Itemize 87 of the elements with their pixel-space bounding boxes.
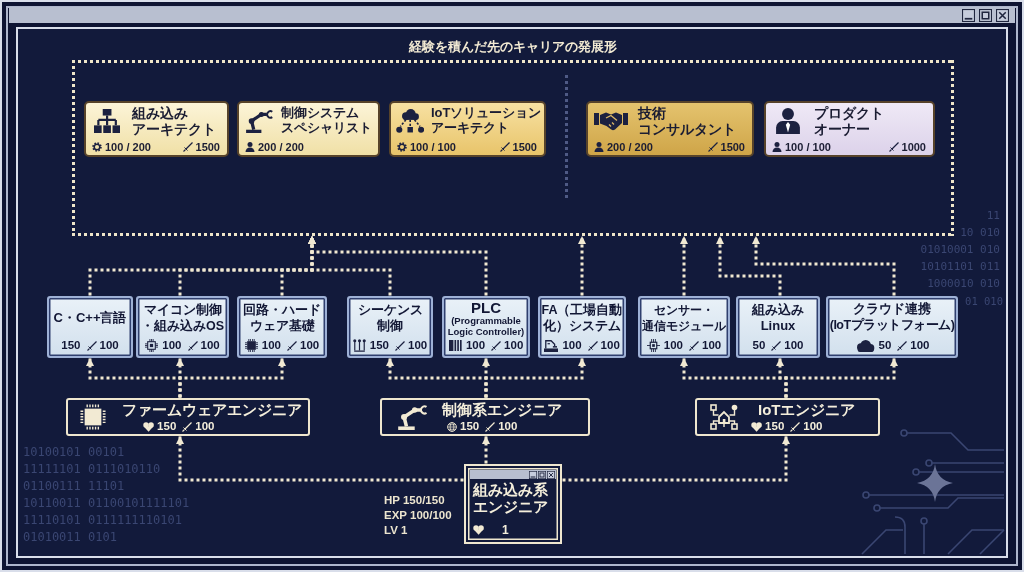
stat-value: 50 [752, 339, 766, 352]
job-title: IoTエンジニア [758, 401, 856, 419]
stat-value: 100 [408, 339, 428, 352]
stat-value: 100 [200, 339, 220, 352]
dotted-arrow [178, 358, 286, 398]
career-card [237, 101, 380, 157]
stat-value: 100 / 100 [785, 141, 831, 153]
job-title: ファームウェアエンジニア [122, 401, 302, 419]
stat-value: 50 [878, 339, 892, 352]
skill-card [826, 296, 958, 358]
dotted-arrow [176, 436, 464, 482]
window-title: 組み込み系エンジニア [473, 481, 548, 515]
stat-value: 100 [600, 339, 620, 352]
skill-title: マイコン制御・組み込みOS [140, 302, 225, 334]
dotted-arrow [578, 236, 586, 296]
skill-card [538, 296, 626, 358]
skill-subtitle: (IoTプラットフォーム) [829, 318, 955, 333]
skill-card [237, 296, 327, 358]
stat-line: HP 150/150 [384, 494, 445, 507]
stat-value: 100 [784, 339, 804, 352]
career-card [764, 101, 935, 157]
stat-value: 200 / 200 [258, 141, 304, 153]
card-title: 技術コンサルタント [638, 105, 736, 137]
card-title: 組み込みアーキテクト [132, 105, 216, 137]
skill-title: 組み込みLinux [752, 302, 804, 334]
stat-line: EXP 100/100 [384, 509, 452, 522]
stat-line: LV 1 [384, 524, 408, 537]
skill-card [638, 296, 730, 358]
stat-value: 100 [195, 420, 215, 433]
dotted-arrow [562, 436, 790, 482]
skill-card [736, 296, 820, 358]
stat-value: 100 [465, 339, 486, 352]
stat-value: 1500 [512, 141, 537, 153]
stat-value: 200 / 200 [607, 141, 653, 153]
career-card [586, 101, 754, 157]
stat-value: 1000 [901, 141, 926, 153]
dotted-arrow [482, 436, 490, 464]
stat-value: 1 [502, 523, 509, 537]
skill-title: センサー・通信モジュール [642, 302, 726, 334]
stat-value: 100 [99, 339, 119, 352]
stat-value: 150 [157, 420, 177, 433]
stat-value: 100 [300, 339, 320, 352]
stat-value: 1500 [195, 141, 220, 153]
dotted-arrow [484, 358, 586, 398]
skill-card [136, 296, 229, 358]
skill-title: 回路・ハードウェア基礎 [243, 302, 321, 334]
skill-card [442, 296, 530, 358]
frame-heading: 経験を積んだ先のキャリアの発展形 [409, 39, 617, 55]
career-card [84, 101, 229, 157]
dotted-arrow [784, 358, 898, 398]
stat-value: 100 [261, 339, 281, 352]
job-title: 制御系エンジニア [442, 401, 562, 419]
stat-value: 150 [460, 420, 480, 433]
window-box [464, 464, 562, 544]
stat-value: 150 [765, 420, 785, 433]
stat-value: 100 [663, 339, 683, 352]
stat-value: 100 [498, 420, 518, 433]
dotted-arrow [308, 236, 488, 296]
card-title: 制御システムスペシャリスト [281, 105, 372, 135]
skill-card [347, 296, 433, 358]
stat-value: 100 [162, 339, 182, 352]
stat-value: 100 [702, 339, 722, 352]
job-box [380, 398, 590, 436]
skill-title: シーケンス制御 [357, 302, 423, 334]
stat-value: 100 / 200 [105, 141, 151, 153]
skill-card [47, 296, 133, 358]
card-title: IoTソリューションアーキテクト [431, 105, 542, 135]
job-box [695, 398, 880, 436]
stat-value: 100 [803, 420, 823, 433]
skill-title: FA（工場自動化）システム [541, 302, 623, 334]
job-box [66, 398, 310, 436]
stat-value: 150 [369, 339, 389, 352]
card-title: プロダクトオーナー [814, 105, 884, 137]
stat-value: 150 [61, 339, 81, 352]
stat-value: 1500 [720, 141, 745, 153]
skill-title: C・C++言語 [53, 310, 127, 326]
dotted-arrow [716, 236, 782, 296]
stat-value: 100 [562, 339, 582, 352]
dotted-arrow [680, 236, 688, 296]
stat-value: 100 [910, 339, 930, 352]
skill-title: PLC [471, 300, 501, 316]
skill-title: クラウド連携 [853, 301, 931, 317]
stat-value: 100 / 100 [410, 141, 456, 153]
career-card [389, 101, 546, 157]
stat-value: 100 [504, 339, 524, 352]
dotted-arrow [752, 236, 896, 296]
skill-subtitle: (Programmable Logic Controller) [446, 316, 526, 337]
